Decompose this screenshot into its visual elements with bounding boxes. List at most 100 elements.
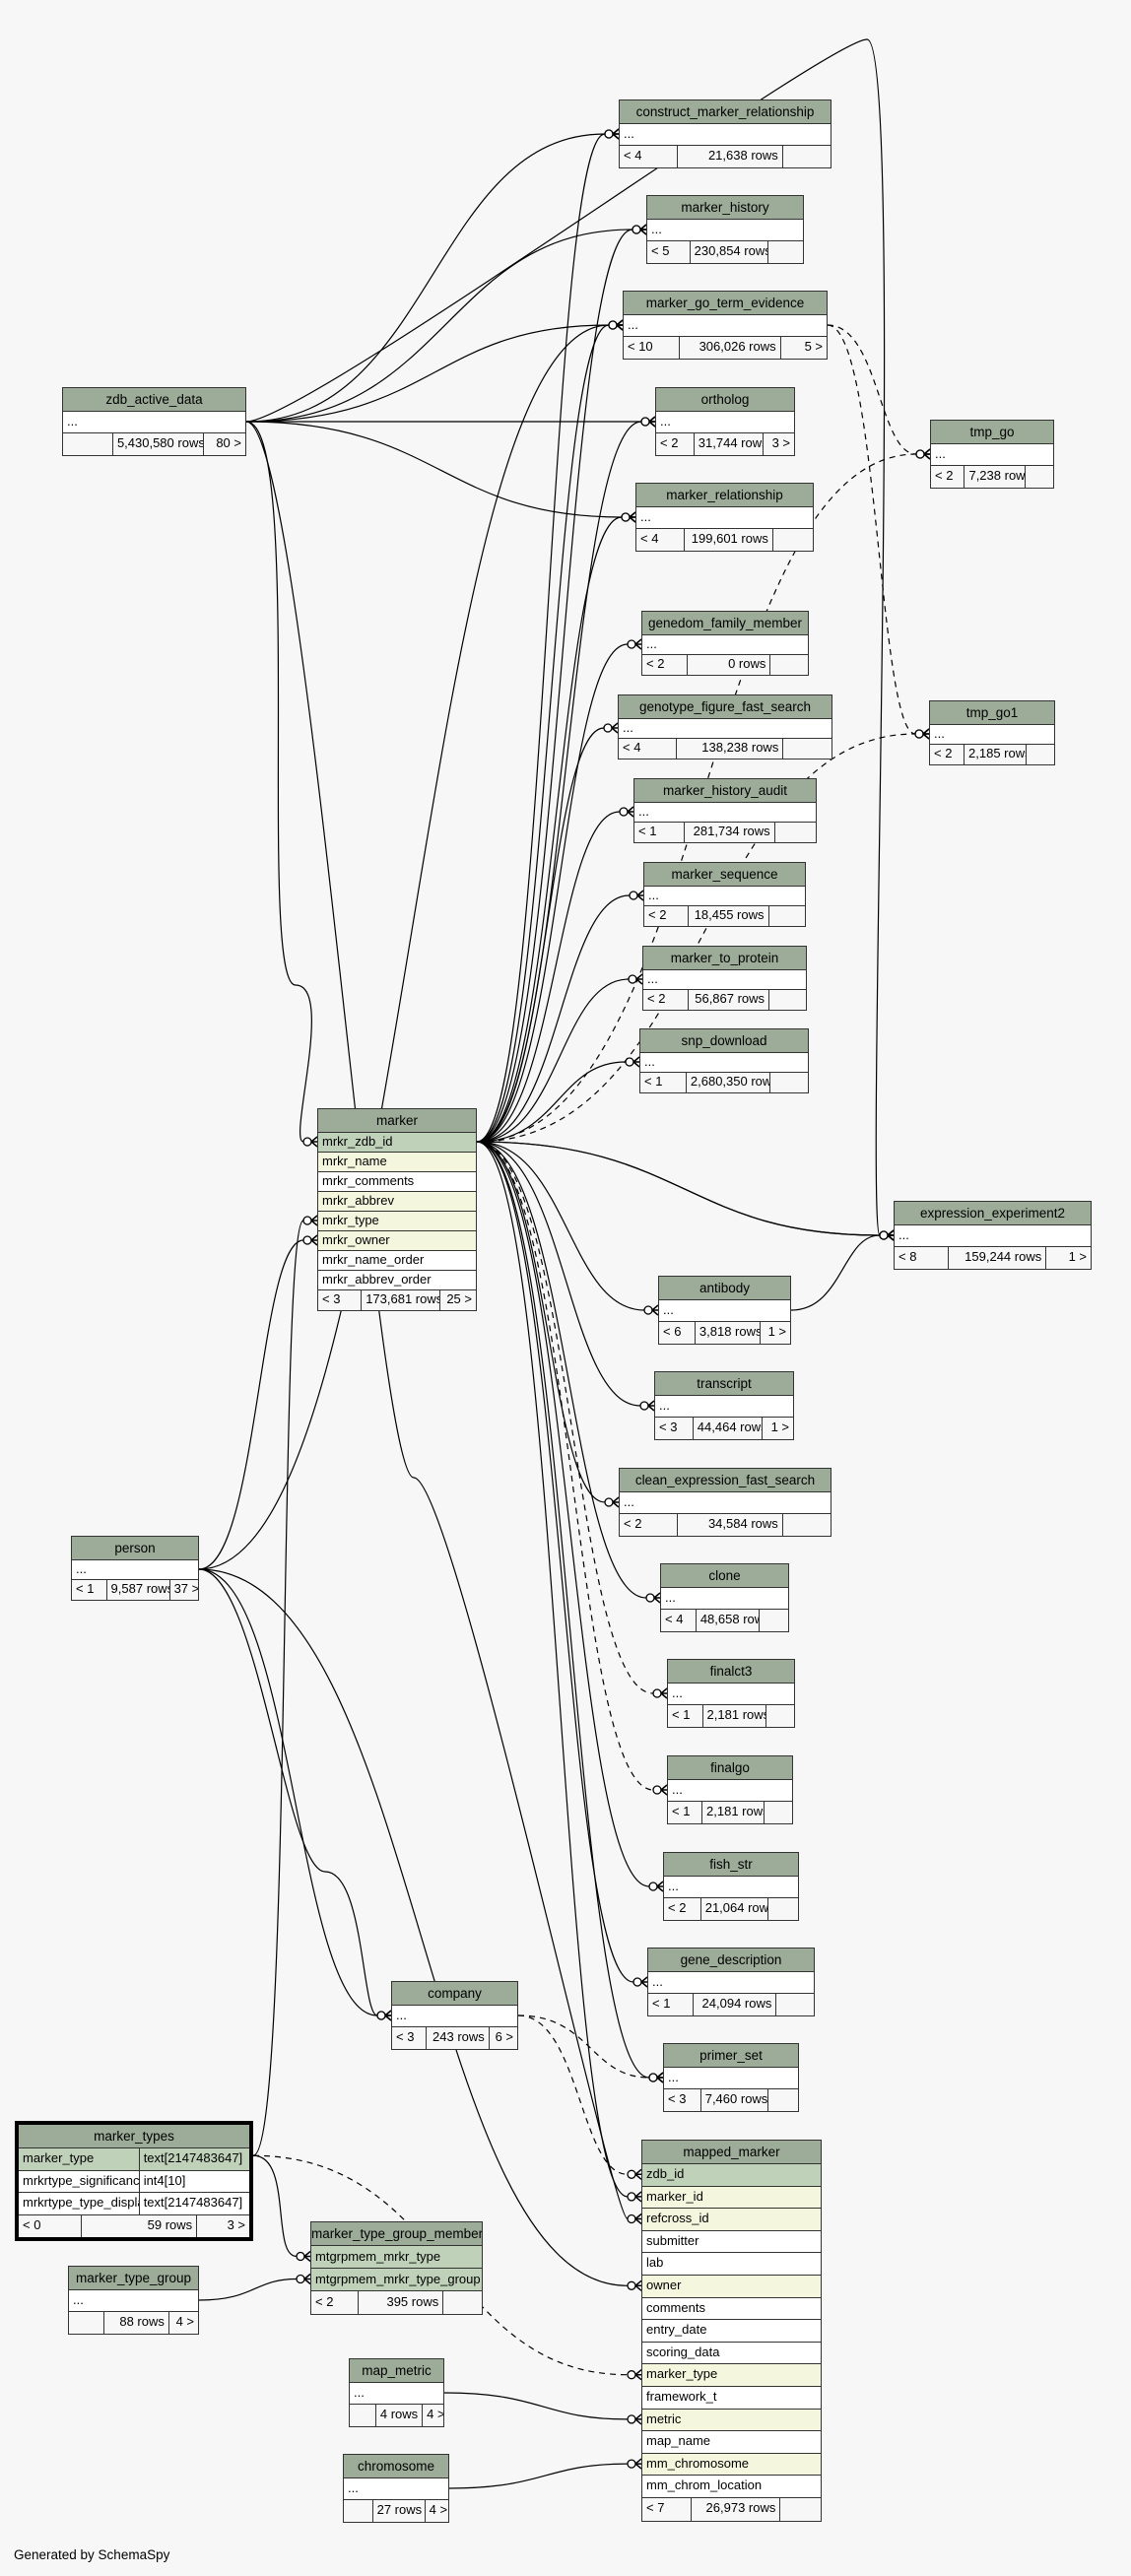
table-map-metric[interactable]: map_metric ... 4 rows 4 > — [349, 2358, 444, 2427]
parents-count-link[interactable] — [69, 2312, 103, 2334]
table-title[interactable]: tmp_go1 — [930, 701, 1054, 725]
children-count-link[interactable] — [765, 1705, 794, 1727]
children-count-link[interactable]: 3 > — [762, 433, 794, 455]
table-finalct3[interactable]: finalct3 ... < 1 2,181 rows — [667, 1659, 795, 1728]
table-title[interactable]: marker_sequence — [644, 863, 805, 887]
table-title[interactable]: map_metric — [350, 2359, 443, 2383]
table-primer-set[interactable]: primer_set ... < 3 7,460 rows — [663, 2043, 799, 2112]
table-title[interactable]: marker_go_term_evidence — [624, 292, 827, 315]
column-row[interactable]: ... — [656, 412, 794, 433]
parents-count-link[interactable]: < 4 — [623, 740, 641, 755]
parents-count-link[interactable]: < 2 — [624, 1516, 642, 1531]
column-row[interactable]: framework_t — [642, 2386, 821, 2410]
parents-count-link[interactable] — [344, 2500, 372, 2522]
table-title[interactable]: zdb_active_data — [63, 388, 245, 412]
table-transcript[interactable]: transcript ... < 3 44,464 rows 1 > — [654, 1371, 794, 1440]
column-row[interactable]: ... — [895, 1225, 1091, 1247]
table-title[interactable]: marker_history_audit — [634, 779, 816, 803]
children-count-link[interactable]: 1 > — [761, 1418, 793, 1439]
table-title[interactable]: fish_str — [664, 1853, 798, 1877]
column-row[interactable]: mrkr_abbrev — [318, 1192, 476, 1212]
column-row[interactable]: mrkr_type — [318, 1212, 476, 1231]
parents-count-link[interactable]: < 2 — [660, 435, 679, 450]
children-count-link[interactable] — [766, 241, 803, 263]
column-row[interactable]: ... — [640, 1053, 808, 1073]
children-count-link[interactable] — [768, 1073, 808, 1092]
parents-count-link[interactable]: < 5 — [651, 243, 670, 258]
table-chromosome[interactable]: chromosome ... 27 rows 4 > — [343, 2454, 449, 2523]
table-marker-history-audit[interactable]: marker_history_audit ... < 1 281,734 row… — [633, 778, 817, 843]
column-row[interactable]: ... — [634, 803, 816, 823]
children-count-link[interactable]: 6 > — [488, 2027, 517, 2049]
table-clean-expression-fast-search[interactable]: clean_expression_fast_search ... < 2 34,… — [619, 1468, 832, 1537]
parents-count-link[interactable]: < 1 — [644, 1074, 663, 1089]
column-row[interactable]: ... — [661, 1588, 788, 1610]
table-marker-type-group[interactable]: marker_type_group ... 88 rows 4 > — [68, 2266, 199, 2335]
children-count-link[interactable] — [1026, 745, 1054, 764]
table-person[interactable]: person ... < 1 9,587 rows 37 > — [71, 1536, 199, 1601]
table-marker-relationship[interactable]: marker_relationship ... < 4 199,601 rows — [635, 483, 814, 552]
parents-count-link[interactable]: < 4 — [624, 148, 642, 163]
column-row[interactable]: mrkr_abbrev_order — [318, 1271, 476, 1290]
children-count-link[interactable]: 80 > — [203, 433, 245, 455]
parents-count-link[interactable]: < 0 — [23, 2216, 41, 2232]
table-title[interactable]: ortholog — [656, 388, 794, 412]
table-title[interactable]: transcript — [655, 1372, 793, 1396]
column-row[interactable]: comments — [642, 2297, 821, 2321]
table-marker-history[interactable]: marker_history ... < 5 230,854 rows — [646, 195, 804, 264]
table-construct-marker-relationship[interactable]: construct_marker_relationship ... < 4 21… — [619, 99, 832, 168]
parents-count-link[interactable]: < 1 — [652, 1996, 671, 2011]
table-marker-sequence[interactable]: marker_sequence ... < 2 18,455 rows — [643, 862, 806, 927]
table-title[interactable]: genotype_figure_fast_search — [619, 695, 832, 719]
parents-count-link[interactable]: < 1 — [672, 1707, 691, 1722]
children-count-link[interactable] — [782, 739, 832, 759]
column-row[interactable]: mtgrpmem_mrkr_type — [311, 2246, 482, 2269]
column-row[interactable]: zdb_id — [642, 2164, 821, 2187]
table-company[interactable]: company ... < 3 243 rows 6 > — [391, 1981, 518, 2050]
column-row[interactable]: ... — [69, 2290, 198, 2312]
column-row[interactable]: ... — [655, 1396, 793, 1418]
table-expression-experiment2[interactable]: expression_experiment2 ... < 8 159,244 r… — [894, 1201, 1092, 1270]
column-row[interactable]: ... — [344, 2478, 448, 2500]
column-row[interactable]: mrkr_owner — [318, 1231, 476, 1251]
children-count-link[interactable] — [759, 1610, 788, 1631]
parents-count-link[interactable]: < 10 — [628, 339, 653, 354]
parents-count-link[interactable]: < 2 — [668, 1900, 687, 1915]
column-row[interactable]: ... — [664, 2068, 798, 2089]
table-title[interactable]: mapped_marker — [642, 2141, 821, 2164]
table-snp-download[interactable]: snp_download ... < 1 2,680,350 rows — [639, 1028, 809, 1093]
column-row[interactable]: ... — [619, 719, 832, 739]
table-genotype-figure-fast-search[interactable]: genotype_figure_fast_search ... < 4 138,… — [618, 694, 832, 760]
parents-count-link[interactable]: < 2 — [646, 656, 665, 671]
table-title[interactable]: marker — [318, 1109, 476, 1133]
column-row[interactable]: map_name — [642, 2431, 821, 2454]
table-title[interactable]: marker_types — [19, 2125, 249, 2148]
table-title[interactable]: finalgo — [668, 1756, 792, 1780]
parents-count-link[interactable]: < 2 — [935, 468, 954, 483]
table-finalgo[interactable]: finalgo ... < 1 2,181 rows — [667, 1755, 793, 1824]
column-row[interactable]: scoring_data — [642, 2342, 821, 2365]
children-count-link[interactable] — [781, 1514, 831, 1536]
column-row[interactable]: ... — [72, 1560, 198, 1580]
table-tmp-go1[interactable]: tmp_go1 ... < 2 2,185 rows — [929, 700, 1055, 765]
children-count-link[interactable] — [764, 1802, 792, 1823]
children-count-link[interactable] — [766, 1898, 798, 1920]
children-count-link[interactable] — [442, 2291, 482, 2314]
children-count-link[interactable] — [775, 1994, 814, 2015]
parents-count-link[interactable]: < 3 — [396, 2029, 415, 2044]
children-count-link[interactable]: 1 > — [760, 1322, 790, 1344]
children-count-link[interactable] — [768, 990, 806, 1010]
column-row[interactable]: ... — [636, 507, 813, 529]
table-title[interactable]: construct_marker_relationship — [620, 100, 831, 124]
children-count-link[interactable] — [767, 906, 805, 926]
table-antibody[interactable]: antibody ... < 6 3,818 rows 1 > — [658, 1276, 791, 1345]
table-title[interactable]: marker_type_group — [69, 2267, 198, 2290]
column-row[interactable]: mm_chromosome — [642, 2453, 821, 2477]
column-row[interactable]: lab — [642, 2253, 821, 2276]
table-marker-type-group-member[interactable]: marker_type_group_member mtgrpmem_mrkr_t… — [310, 2221, 483, 2315]
children-count-link[interactable]: 4 > — [424, 2500, 448, 2522]
children-count-link[interactable]: 5 > — [779, 337, 827, 359]
table-tmp-go[interactable]: tmp_go ... < 2 7,238 rows — [930, 420, 1054, 489]
